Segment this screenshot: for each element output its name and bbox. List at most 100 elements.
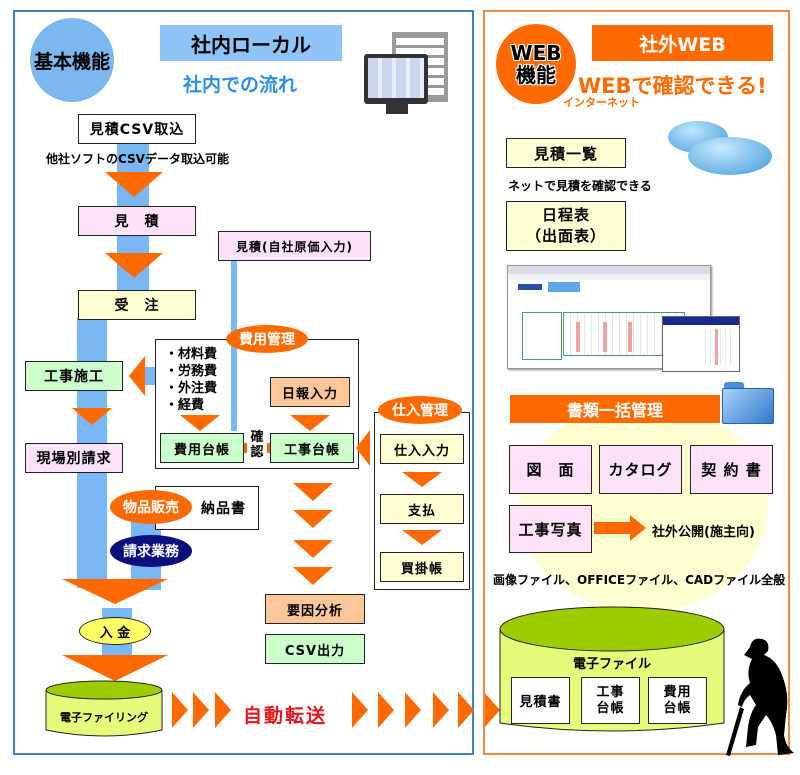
billing-per-site-label: 現場別請求 bbox=[36, 451, 112, 467]
worker-silhouette-icon bbox=[726, 638, 794, 756]
local-title-banner: 社内ローカル bbox=[160, 25, 342, 61]
monitor-icon bbox=[364, 54, 428, 114]
construction-photos-label: 工事写真 bbox=[518, 520, 583, 539]
e-file-label: 台帳 bbox=[663, 700, 692, 716]
arrow-down-icon bbox=[290, 415, 330, 431]
web-badge-line1: WEB bbox=[510, 41, 562, 65]
document-label: 図 面 bbox=[526, 461, 575, 479]
e-file-cost-ledger[interactable]: 費用 台帳 bbox=[648, 677, 707, 724]
document-catalog[interactable]: カタログ bbox=[599, 445, 682, 494]
arrow-down-icon bbox=[105, 172, 163, 197]
local-panel bbox=[13, 10, 474, 755]
e-filing-cylinder: 電子ファイリング bbox=[45, 680, 163, 740]
order-box: 受 注 bbox=[78, 290, 196, 320]
basic-functions-badge: 基本機能 bbox=[30, 18, 114, 102]
local-title: 社内ローカル bbox=[191, 32, 311, 57]
estimate-cost-box: 見積(自社原価入力) bbox=[218, 231, 371, 261]
web-title: 社外WEB bbox=[639, 33, 726, 56]
payment-received-label: 入 金 bbox=[99, 625, 131, 641]
web-panel bbox=[483, 10, 790, 755]
database-icon bbox=[45, 680, 163, 737]
purchase-management-badge: 仕入管理 bbox=[378, 396, 462, 424]
purchase-step-label: 買掛帳 bbox=[400, 561, 443, 577]
cloud-icon bbox=[668, 115, 776, 175]
construction-photos-box[interactable]: 工事写真 bbox=[509, 505, 592, 553]
schedule-sublabel: （出面表） bbox=[525, 227, 606, 245]
document-label: カタログ bbox=[608, 461, 673, 479]
schedule-popup-screenshot bbox=[662, 316, 740, 372]
folder-icon bbox=[722, 382, 774, 424]
construction-box: 工事施工 bbox=[25, 361, 123, 391]
arrow-down-icon bbox=[72, 408, 112, 425]
arrow-right-icon bbox=[352, 692, 368, 728]
purchase-step-label: 仕入入力 bbox=[393, 443, 450, 459]
billing-work-badge: 請求業務 bbox=[110, 535, 192, 567]
auto-transfer-label: 自動転送 bbox=[243, 705, 328, 727]
cost-item: ・材料費 bbox=[165, 347, 218, 362]
e-file-label: 台帳 bbox=[596, 700, 625, 716]
arrow-down-icon bbox=[293, 540, 333, 558]
arrow-down-icon bbox=[402, 530, 442, 545]
document-drawing[interactable]: 図 面 bbox=[509, 445, 592, 494]
e-file-label: 見積書 bbox=[519, 695, 562, 710]
payment-box: 支払 bbox=[380, 494, 464, 524]
csv-import-note: 他社ソフトのCSVデータ取込可能 bbox=[46, 152, 229, 166]
factor-analysis-label: 要因分析 bbox=[286, 603, 343, 619]
e-file-label: 費用 bbox=[663, 684, 692, 700]
web-functions-badge: WEB 機能 bbox=[496, 24, 576, 104]
construction-label: 工事施工 bbox=[44, 369, 104, 385]
goods-sales-badge: 物品販売 bbox=[110, 490, 192, 524]
arrow-down-icon bbox=[293, 567, 333, 585]
document-contract[interactable]: 契 約 書 bbox=[690, 445, 773, 494]
arrow-right-icon bbox=[193, 692, 209, 728]
cost-management-label: 費用管理 bbox=[239, 332, 295, 348]
document-label: 契 約 書 bbox=[701, 461, 762, 479]
estimate-cost-label: 見積(自社原価入力) bbox=[236, 239, 353, 254]
purchase-management-label: 仕入管理 bbox=[392, 403, 448, 419]
cost-ledger-box: 費用台帳 bbox=[160, 433, 244, 463]
order-label: 受 注 bbox=[114, 298, 160, 314]
e-file-construction-ledger[interactable]: 工事 台帳 bbox=[581, 677, 640, 724]
arrow-right-icon bbox=[484, 692, 500, 728]
daily-report-box: 日報入力 bbox=[270, 377, 350, 407]
factor-analysis-box: 要因分析 bbox=[265, 594, 365, 624]
goods-sales-label: 物品販売 bbox=[123, 500, 179, 516]
delivery-note-label: 納品書 bbox=[201, 501, 246, 517]
estimate-box: 見 積 bbox=[78, 206, 196, 236]
web-badge-line2: 機能 bbox=[516, 63, 556, 87]
csv-output-box: CSV出力 bbox=[265, 634, 365, 664]
web-title-banner: 社外WEB bbox=[592, 25, 773, 61]
cost-item: ・労務費 bbox=[165, 364, 218, 379]
local-subtitle: 社内での流れ bbox=[183, 74, 298, 96]
e-file-estimate[interactable]: 見積書 bbox=[511, 677, 570, 724]
estimate-list-box[interactable]: 見積一覧 bbox=[506, 138, 626, 168]
flow-bar-cost-inner bbox=[231, 339, 237, 431]
confirm-label: 確認 bbox=[247, 430, 267, 460]
file-types-note: 画像ファイル、OFFICEファイル、CADファイル全般 bbox=[493, 573, 786, 587]
payment-received-badge: 入 金 bbox=[79, 617, 151, 645]
cost-management-badge: 費用管理 bbox=[226, 325, 308, 353]
arrow-right-icon bbox=[378, 692, 394, 728]
arrow-down-icon bbox=[180, 415, 220, 431]
publish-arrow-icon bbox=[594, 522, 632, 534]
arrow-right-icon bbox=[172, 692, 188, 728]
daily-report-label: 日報入力 bbox=[281, 386, 338, 402]
purchase-input-box: 仕入入力 bbox=[380, 434, 464, 464]
arrow-right-icon bbox=[630, 515, 646, 541]
estimate-list-label: 見積一覧 bbox=[533, 144, 598, 163]
confirm-text: 確認 bbox=[250, 430, 264, 460]
arrow-down-icon bbox=[62, 655, 168, 681]
csv-import-box: 見積CSV取込 bbox=[78, 114, 196, 144]
csv-import-label: 見積CSV取込 bbox=[89, 122, 185, 138]
arrow-down-icon bbox=[105, 253, 163, 278]
schedule-box[interactable]: 日程表 （出面表） bbox=[506, 201, 626, 251]
schedule-label: 日程表 bbox=[541, 206, 590, 224]
arrow-down-icon bbox=[293, 483, 333, 501]
billing-work-label: 請求業務 bbox=[123, 544, 179, 560]
billing-per-site-box: 現場別請求 bbox=[25, 443, 123, 473]
purchase-step-label: 支払 bbox=[407, 503, 436, 519]
arrow-right-icon bbox=[458, 692, 474, 728]
e-file-label: 工事 bbox=[596, 684, 625, 700]
documents-title: 書類一括管理 bbox=[566, 401, 663, 420]
e-file-title: 電子ファイル bbox=[572, 657, 651, 672]
